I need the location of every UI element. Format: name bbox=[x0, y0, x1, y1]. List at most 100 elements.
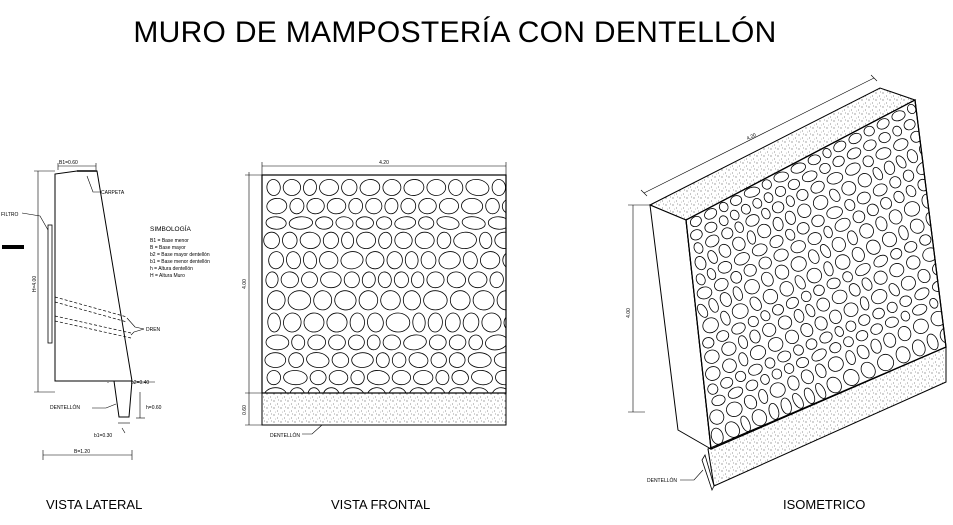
stone bbox=[461, 216, 486, 230]
stone bbox=[875, 147, 892, 160]
stone bbox=[826, 172, 844, 185]
stone bbox=[873, 270, 888, 285]
stone bbox=[757, 223, 772, 239]
stone bbox=[341, 231, 355, 249]
stone bbox=[740, 203, 751, 215]
stone bbox=[760, 374, 770, 385]
stone bbox=[787, 178, 800, 190]
stone bbox=[814, 316, 828, 331]
stone bbox=[447, 387, 468, 393]
stone bbox=[402, 290, 421, 311]
stone bbox=[793, 309, 805, 323]
stone bbox=[287, 290, 312, 311]
stone bbox=[448, 352, 466, 368]
stone bbox=[366, 387, 386, 393]
stone bbox=[815, 382, 827, 399]
stone bbox=[872, 307, 885, 320]
label-dentellon-side: DENTELLÓN bbox=[50, 404, 80, 411]
stone bbox=[751, 243, 768, 257]
stone bbox=[900, 275, 916, 291]
dentellon-section bbox=[113, 380, 133, 418]
stone bbox=[391, 370, 411, 386]
stone bbox=[731, 303, 749, 319]
stone bbox=[719, 292, 732, 307]
stone bbox=[695, 273, 706, 286]
stone bbox=[939, 239, 946, 254]
stone bbox=[826, 376, 842, 394]
stone bbox=[380, 290, 401, 311]
dim-height-front: 4.00 bbox=[242, 279, 248, 289]
stone bbox=[718, 243, 732, 258]
stone bbox=[322, 387, 340, 393]
stone bbox=[856, 344, 870, 360]
stone bbox=[382, 179, 402, 196]
stone bbox=[730, 195, 743, 206]
stone bbox=[286, 251, 301, 270]
stone bbox=[444, 312, 461, 333]
stone bbox=[819, 331, 833, 344]
stone bbox=[266, 197, 288, 215]
stone bbox=[822, 148, 832, 159]
stone bbox=[335, 216, 354, 230]
stone bbox=[889, 176, 902, 189]
stone bbox=[749, 345, 767, 361]
stone bbox=[481, 312, 502, 333]
stone bbox=[706, 268, 717, 280]
stone bbox=[489, 271, 504, 289]
stone bbox=[903, 119, 916, 131]
stone bbox=[709, 409, 725, 425]
stone bbox=[263, 231, 280, 249]
stone bbox=[408, 387, 428, 393]
stone bbox=[917, 268, 931, 284]
stone bbox=[812, 195, 829, 210]
stone bbox=[349, 312, 365, 333]
stone bbox=[803, 387, 816, 404]
stone bbox=[793, 344, 804, 356]
stone bbox=[348, 334, 365, 351]
stone bbox=[743, 186, 761, 198]
stone bbox=[826, 206, 843, 219]
stone bbox=[479, 231, 493, 249]
stone bbox=[707, 250, 718, 264]
stone bbox=[845, 162, 861, 176]
stone bbox=[899, 295, 912, 307]
stone bbox=[313, 290, 333, 311]
stone bbox=[758, 388, 769, 404]
stone bbox=[861, 277, 873, 291]
stone bbox=[862, 155, 874, 168]
stone bbox=[857, 173, 872, 188]
legend-item: b2 = Base mayor dentellón bbox=[150, 252, 210, 258]
stone bbox=[829, 188, 841, 202]
stone bbox=[794, 275, 806, 290]
label-dren: DREN bbox=[146, 327, 161, 333]
stone bbox=[800, 290, 812, 302]
stone bbox=[946, 303, 953, 320]
stone bbox=[448, 334, 467, 351]
stone bbox=[761, 271, 774, 287]
dim-b1-bottom: b1=0.30 bbox=[94, 433, 112, 439]
stone bbox=[465, 178, 490, 197]
stone bbox=[394, 231, 413, 250]
stone bbox=[796, 357, 809, 368]
stone bbox=[834, 217, 851, 232]
stone bbox=[319, 251, 339, 270]
stone bbox=[888, 209, 903, 225]
stone bbox=[729, 209, 740, 221]
stone bbox=[843, 369, 860, 386]
stone bbox=[902, 169, 915, 182]
stone bbox=[858, 314, 871, 326]
stone bbox=[418, 197, 437, 215]
stone bbox=[266, 370, 282, 386]
stone bbox=[493, 352, 506, 368]
stone bbox=[763, 192, 774, 203]
stone bbox=[835, 254, 851, 270]
stone bbox=[426, 179, 447, 196]
stone bbox=[732, 286, 743, 301]
stone bbox=[491, 179, 506, 196]
stone bbox=[462, 251, 478, 270]
stone bbox=[264, 352, 287, 368]
stone bbox=[929, 298, 939, 309]
stone bbox=[391, 352, 407, 368]
stone bbox=[856, 191, 871, 205]
stone bbox=[356, 231, 376, 250]
